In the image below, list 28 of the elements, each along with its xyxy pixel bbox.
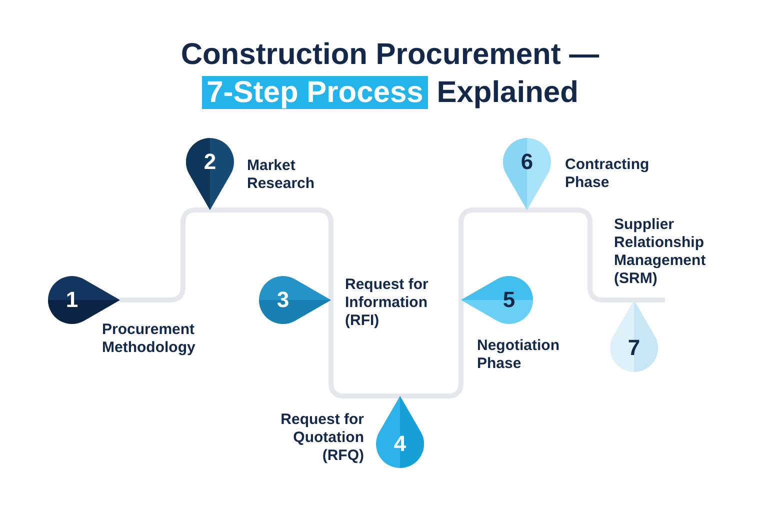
map-pin-marker <box>610 300 658 372</box>
step-number: 1 <box>66 289 78 311</box>
map-pin-marker <box>503 138 551 210</box>
connector-line <box>400 300 464 398</box>
step-label: Negotiation Phase <box>477 337 560 373</box>
step-label: Request for Information (RFI) <box>345 276 430 330</box>
step-number: 6 <box>520 151 534 173</box>
step-label: Market Research <box>247 157 316 193</box>
map-pin-marker <box>48 276 120 324</box>
connector-line <box>458 208 527 300</box>
connector-line <box>210 208 334 300</box>
step-label: Supplier Relationship Management (SRM) <box>614 216 707 288</box>
connector-line <box>527 208 634 302</box>
step-number: 7 <box>628 337 640 359</box>
step-number: 5 <box>502 289 516 311</box>
step-number: 4 <box>394 433 406 455</box>
title: Construction Procurement — 7-Step Process Explained <box>180 37 600 111</box>
map-pin-marker <box>186 138 234 210</box>
connector-line <box>328 300 400 398</box>
step-label: Procurement Methodology <box>102 321 196 357</box>
map-pin-marker <box>259 276 331 324</box>
map-pin-marker <box>461 276 533 324</box>
step-number: 3 <box>276 289 290 311</box>
step-label: Contracting Phase <box>565 156 650 192</box>
step-label: Request for Quotation (RFQ) <box>280 411 364 465</box>
connector-line <box>120 208 210 302</box>
map-pin-marker <box>376 396 424 468</box>
step-number: 2 <box>204 151 216 173</box>
